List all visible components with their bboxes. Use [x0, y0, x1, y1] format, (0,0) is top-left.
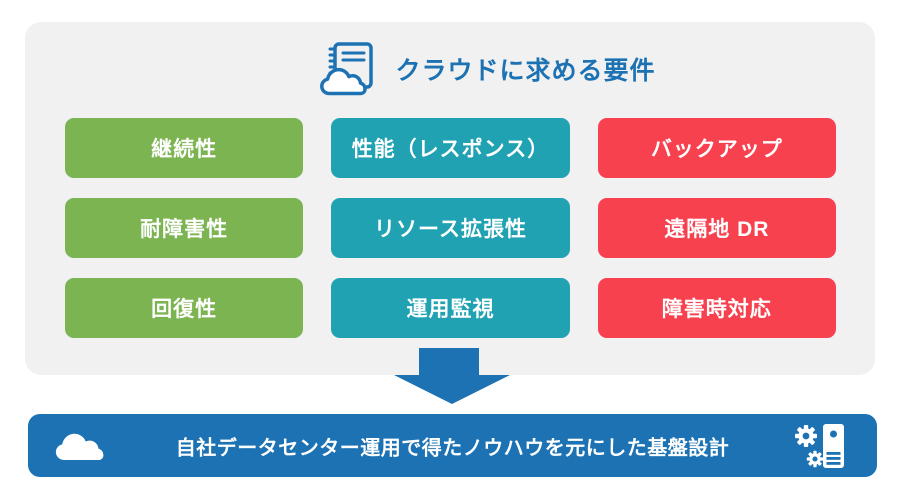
requirements-panel: クラウドに求める要件 継続性 性能（レスポンス） バックアップ 耐障害性 リソー…: [25, 22, 875, 375]
panel-header: クラウドに求める要件: [25, 38, 875, 100]
requirements-grid: 継続性 性能（レスポンス） バックアップ 耐障害性 リソース拡張性 遠隔地 DR…: [65, 118, 836, 338]
panel-title: クラウドに求める要件: [395, 57, 656, 85]
requirement-operation-monitoring: 運用監視: [331, 278, 570, 338]
requirement-fault-tolerance: 耐障害性: [65, 198, 304, 258]
notebook-cloud-icon: [320, 42, 382, 96]
requirement-remote-dr: 遠隔地 DR: [597, 198, 836, 258]
requirement-failure-response: 障害時対応: [597, 278, 836, 338]
requirement-resource-scalability: リソース拡張性: [331, 198, 570, 258]
gears-server-icon: [791, 421, 847, 471]
requirement-performance-response: 性能（レスポンス）: [331, 118, 570, 178]
requirement-continuity: 継続性: [65, 118, 304, 178]
foundation-bar: 自社データセンター運用で得たノウハウを元にした基盤設計: [28, 414, 877, 477]
down-arrow-icon: [394, 348, 510, 404]
requirement-recoverability: 回復性: [65, 278, 304, 338]
foundation-label: 自社データセンター運用で得たノウハウを元にした基盤設計: [175, 437, 730, 459]
requirement-backup: バックアップ: [597, 118, 836, 178]
cloud-icon: [54, 431, 105, 461]
